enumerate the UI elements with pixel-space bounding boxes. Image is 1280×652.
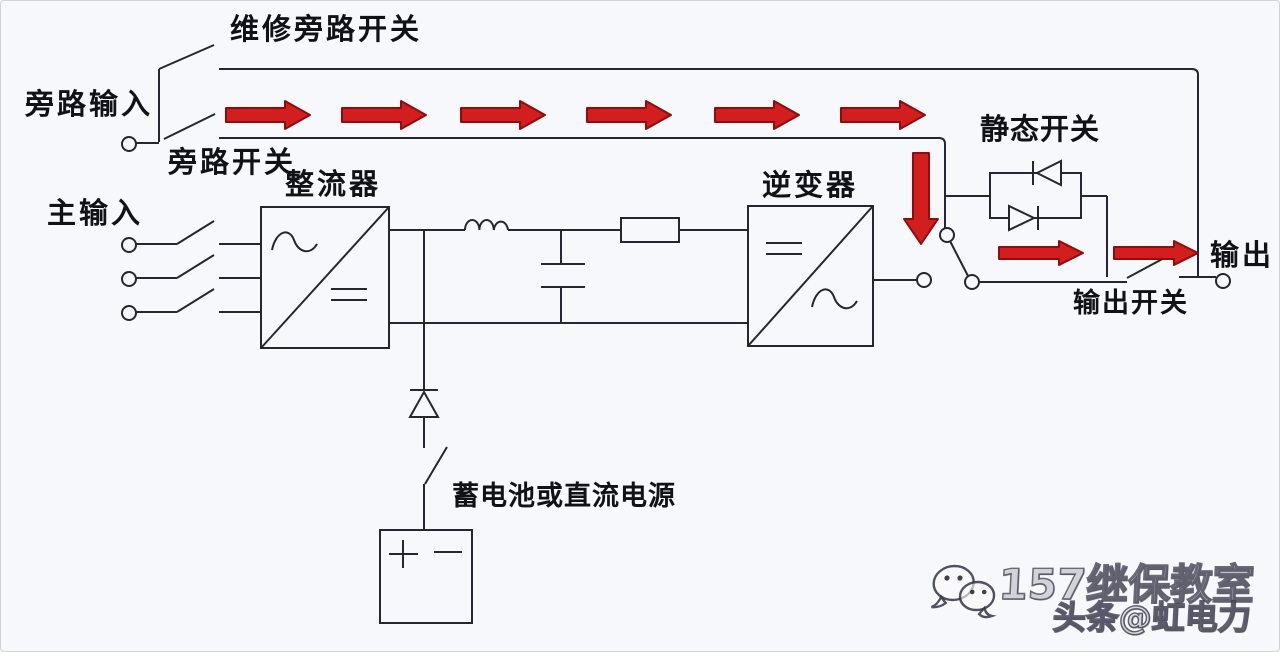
label-output-switch: 输出开关 — [1073, 288, 1189, 319]
dc-link-filter — [389, 217, 748, 324]
resistor-icon — [620, 217, 680, 243]
down-arrow — [903, 152, 939, 245]
inductor-icon — [464, 219, 509, 231]
capacitor-icon — [541, 230, 585, 323]
diode-right-icon — [1008, 204, 1037, 232]
label-rectifier: 整流器 — [285, 167, 382, 201]
battery-branch — [379, 230, 473, 624]
dc-bars-icon — [766, 242, 802, 255]
ac-sine-icon — [271, 231, 318, 253]
inverter-symbol — [747, 205, 932, 347]
wechat-bubbles-icon — [931, 564, 997, 619]
static-switch-symbol — [945, 159, 1108, 277]
bypass-path — [121, 44, 1199, 277]
power-flow-arrows — [225, 100, 1199, 266]
label-battery-or-dc-source: 蓄电池或直流电源 — [452, 481, 676, 512]
label-inverter: 逆变器 — [762, 168, 859, 202]
rectifier-symbol — [260, 206, 390, 349]
label-main-input: 主输入 — [47, 196, 144, 230]
diode-icon — [408, 389, 440, 418]
battery-box — [379, 529, 473, 624]
ac-sine-icon — [811, 288, 858, 310]
diode-left-icon — [1034, 159, 1062, 187]
label-bypass-switch: 旁路开关 — [168, 145, 297, 179]
inverter-output-terminal — [916, 272, 932, 288]
output-switch-symbol — [1126, 255, 1231, 289]
label-bypass-input: 旁路输入 — [25, 87, 154, 121]
label-static-switch: 静态开关 — [980, 112, 1101, 146]
plus-icon — [389, 540, 418, 568]
output-terminal — [1215, 273, 1231, 289]
label-output: 输出 — [1210, 238, 1275, 272]
watermark-handle: 头条@虹电力 — [1051, 597, 1253, 638]
bypass-input-terminal — [121, 136, 137, 152]
label-maintenance-bypass-switch: 维修旁路开关 — [230, 12, 423, 46]
dc-bars-icon — [331, 288, 367, 301]
transfer-switch — [939, 227, 1127, 290]
main-input-switches — [121, 220, 261, 321]
watermark: 157继保教室 头条@虹电力 — [924, 549, 1279, 644]
